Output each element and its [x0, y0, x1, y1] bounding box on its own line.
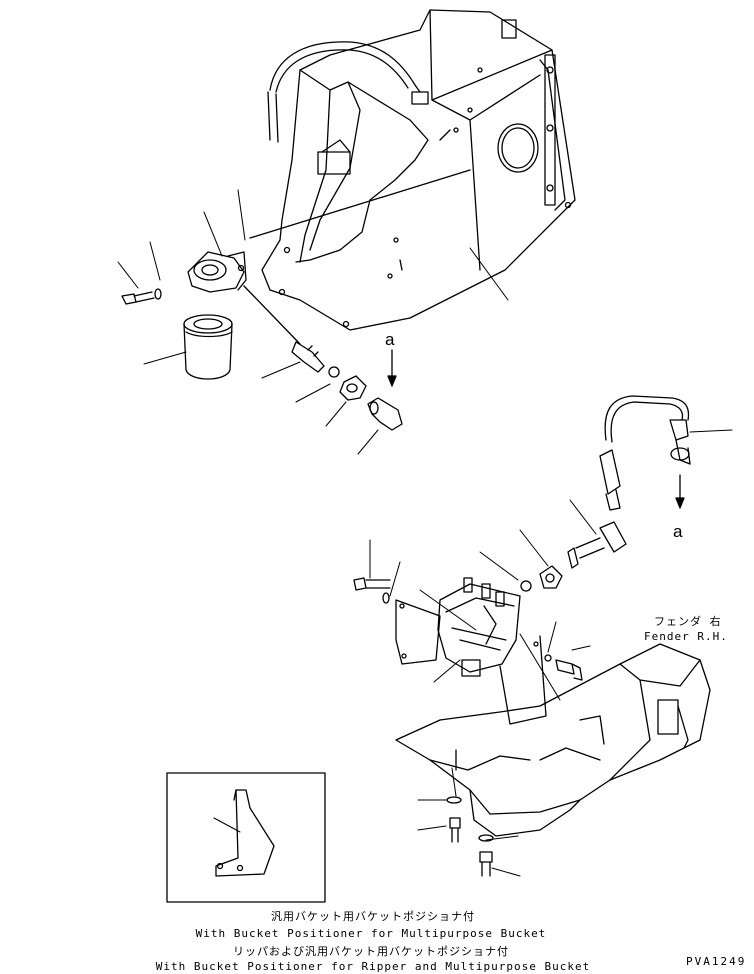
elbow-fitting-upper: [367, 397, 403, 431]
hose-assembly: [599, 395, 691, 511]
fender-label-en: Fender R.H.: [644, 630, 728, 643]
fender-frame: [395, 643, 711, 837]
arrow-a-top: [387, 349, 397, 387]
frame-bolts: [446, 749, 494, 877]
inset-detail-box: [166, 772, 326, 903]
nut-lower: [539, 565, 563, 589]
elbow-fitting-lower: [599, 521, 627, 553]
caption-line1-jp: 汎用バケット用バケットポジショナ付: [271, 910, 475, 923]
mounting-bracket: [395, 599, 547, 725]
filter-head: [187, 251, 247, 293]
side-bracket: [544, 54, 556, 206]
handrail: [269, 41, 421, 93]
marker-a-bottom: a: [673, 522, 683, 541]
caption-line2-jp: リッパおよび汎用バケット用バケットポジショナ付: [233, 945, 509, 958]
main-cover-housing: [261, 9, 576, 331]
o-ring: [328, 366, 340, 378]
filter-element: [183, 314, 233, 380]
bolt-left-lower: [353, 577, 391, 604]
hose-fittings-upper: [243, 285, 403, 431]
drawing-code: PVA1249: [686, 955, 747, 968]
bucket-positioner-valve: [437, 577, 521, 677]
caption-line1-en: With Bucket Positioner for Multipurpose …: [195, 927, 547, 940]
fittings-lower-hose: [520, 521, 627, 592]
round-port: [497, 123, 539, 173]
marker-a-top: a: [385, 330, 395, 349]
bolt-and-washer-upper: [121, 288, 162, 305]
arrow-a-bottom: [675, 474, 685, 509]
leader-lines: [117, 189, 733, 877]
caption-line2-en: With Bucket Positioner for Ripper and Mu…: [155, 960, 591, 973]
nut-upper: [339, 375, 367, 401]
o-ring-lower: [520, 580, 532, 592]
bolt-right-lower: [544, 654, 583, 681]
routing-line: [249, 169, 471, 239]
fender-label-jp: フェンダ 右: [654, 615, 722, 628]
